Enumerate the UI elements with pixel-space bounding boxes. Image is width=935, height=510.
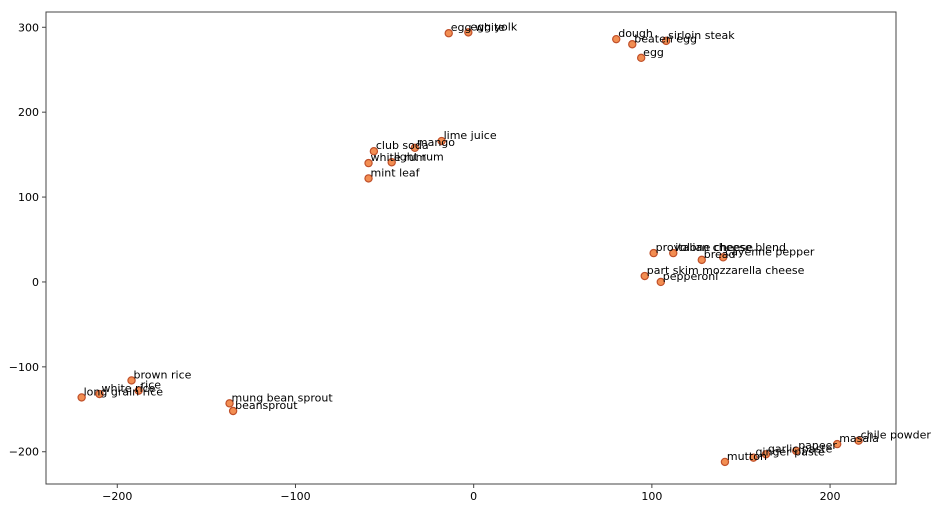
scatter-point — [749, 453, 758, 462]
y-tick-label: −100 — [9, 361, 39, 374]
x-tick-label: −100 — [280, 490, 310, 503]
scatter-point — [628, 40, 637, 49]
scatter-point — [127, 376, 136, 385]
scatter-point — [77, 393, 86, 402]
scatter-point — [636, 53, 646, 63]
point-label: sirloin steak — [668, 29, 735, 42]
y-tick-label: 0 — [32, 276, 39, 289]
scatter-point — [369, 147, 379, 156]
scatter-point — [225, 399, 234, 408]
scatter-point — [854, 436, 863, 445]
point-label: egg white — [451, 21, 506, 34]
point-label: beaten egg — [634, 32, 697, 45]
y-tick-label: −200 — [9, 446, 39, 459]
scatter-point — [720, 457, 730, 467]
scatter-point — [792, 446, 801, 456]
point-label: part skim mozzarella cheese — [647, 264, 805, 277]
scatter-point — [718, 253, 728, 262]
scatter-point — [669, 248, 678, 258]
point-label: masala — [839, 432, 879, 445]
point-label: chile powder — [861, 429, 932, 442]
scatter-point — [612, 34, 621, 44]
point-label: cayenne pepper — [725, 245, 815, 258]
point-label: egg yolk — [470, 20, 518, 33]
y-tick-label: 300 — [18, 21, 39, 34]
point-label: club soda — [376, 139, 429, 152]
data-points — [77, 28, 863, 467]
point-label: mint leaf — [371, 166, 421, 179]
scatter-point — [387, 158, 396, 167]
scatter-point — [697, 255, 706, 265]
point-label: provolone cheese — [656, 241, 754, 254]
scatter-point — [437, 136, 446, 146]
x-tick-label: 0 — [470, 490, 477, 503]
scatter-point — [444, 29, 453, 38]
scatter-point — [649, 248, 658, 258]
point-label: mung bean sprout — [232, 391, 334, 404]
scatter-point — [364, 158, 373, 168]
point-label: paneer — [798, 439, 837, 452]
point-label: lime juice — [444, 129, 497, 142]
scatter-point — [661, 36, 671, 46]
x-tick-label: 200 — [820, 490, 841, 503]
point-label: white rum — [371, 151, 427, 164]
x-axis-ticks: −200 −100 0 100 200 — [102, 484, 841, 503]
point-label: pepperoni — [663, 270, 719, 283]
scatter-point — [656, 277, 665, 287]
point-label: bread — [704, 248, 736, 261]
point-label: light rum — [394, 150, 444, 163]
scatter-point — [832, 439, 842, 449]
point-label: long grain rice — [84, 385, 164, 398]
scatter-point — [464, 28, 473, 37]
scatter-point — [364, 174, 373, 183]
scatter-point — [640, 271, 649, 281]
point-label: mutton — [727, 450, 767, 463]
point-label: white rice — [101, 382, 155, 395]
scatter-point — [761, 450, 771, 459]
scatter-point — [228, 406, 238, 416]
y-axis-ticks: −200 −100 0 100 200 300 — [9, 21, 46, 459]
scatter-point — [134, 386, 143, 395]
scatter-point — [410, 143, 420, 153]
point-label: beansprout — [235, 399, 298, 412]
point-label: garlic paste — [768, 442, 833, 455]
point-label: brown rice — [134, 368, 192, 381]
y-tick-label: 200 — [18, 106, 39, 119]
point-label: italian cheese blend — [675, 241, 786, 254]
x-tick-label: 100 — [641, 490, 662, 503]
point-label: egg — [643, 46, 664, 59]
x-tick-label: −200 — [102, 490, 132, 503]
point-label: rice — [141, 379, 162, 392]
y-tick-label: 100 — [18, 191, 39, 204]
point-label: dough — [618, 27, 653, 40]
plot-area — [45, 11, 897, 485]
point-label: ginger paste — [755, 446, 825, 459]
scatter-point — [95, 389, 104, 399]
point-label: mango — [417, 136, 455, 149]
